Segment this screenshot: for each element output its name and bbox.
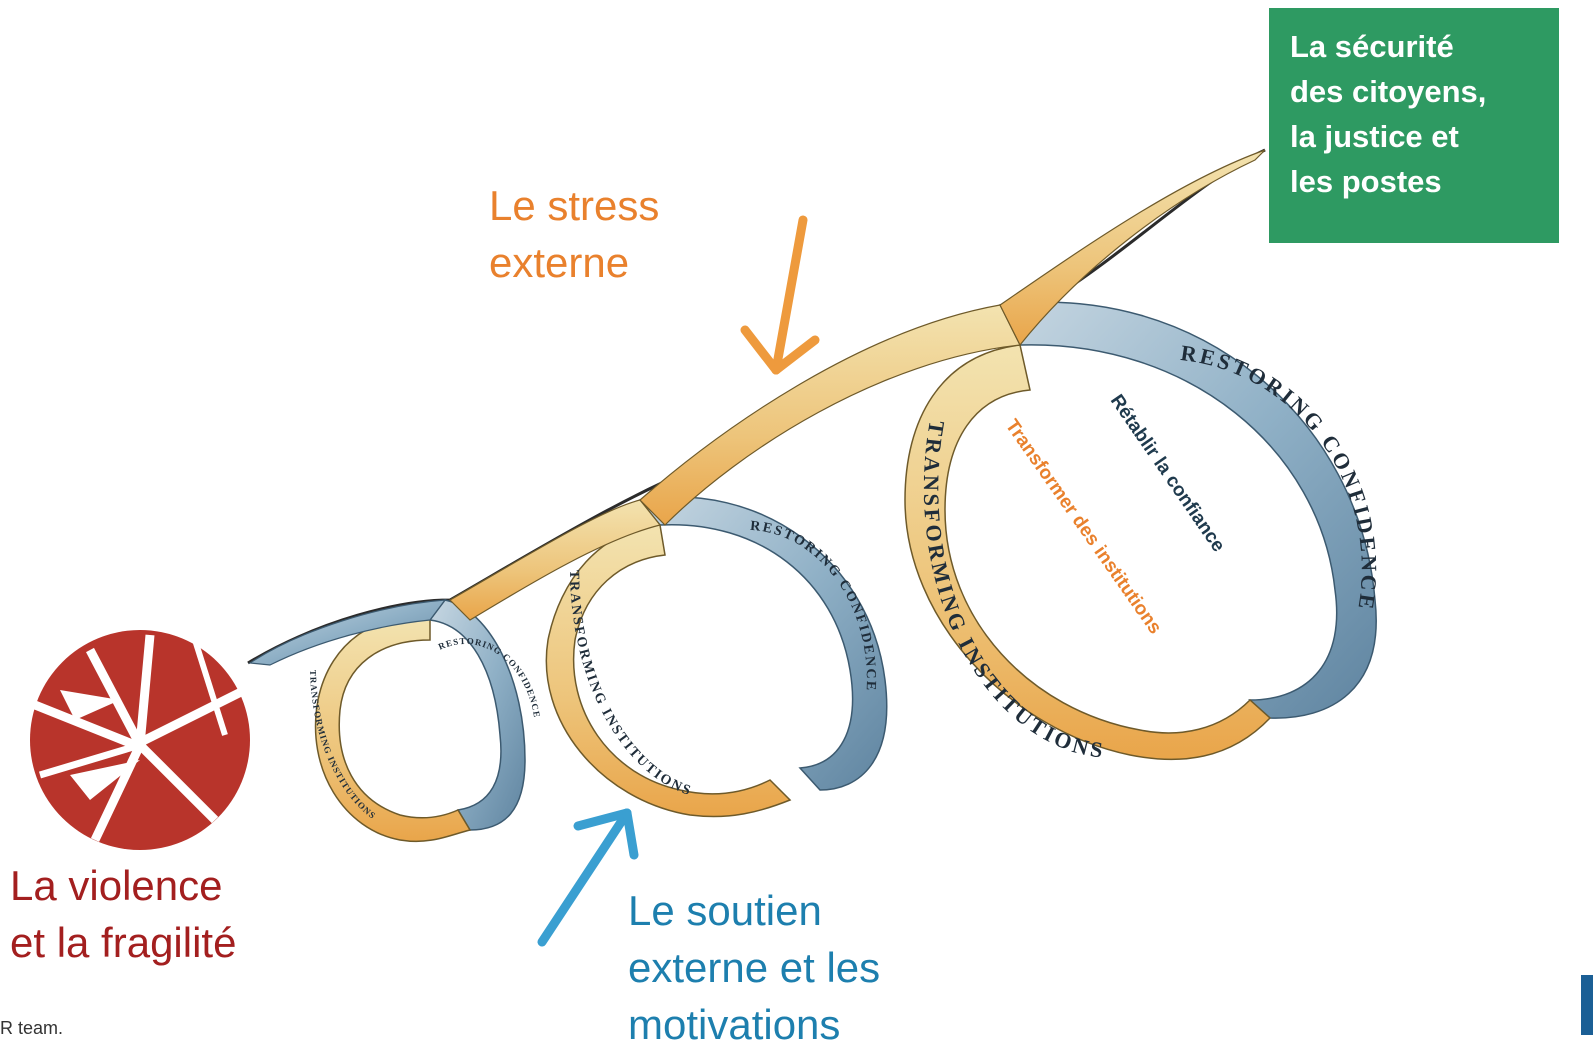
outcome-box: La sécurité des citoyens, la justice et … [1269, 8, 1559, 243]
outcome-line: la justice et [1290, 119, 1459, 154]
label-line: externe et les [628, 944, 881, 991]
label-line: La violence [10, 862, 223, 909]
ribbon-loop-small [248, 599, 526, 843]
label-line: Le stress [489, 182, 660, 229]
label-stress-externe: Le stress externe [489, 177, 659, 291]
ribbon-loop-large [639, 149, 1377, 761]
label-violence-fragilite: La violence et la fragilité [10, 857, 236, 971]
ribbon-loop-medium [449, 496, 888, 818]
label-line: externe [489, 239, 630, 286]
label-retablir-la-confiance: Rétablir la confiance [1106, 391, 1229, 556]
broken-globe-icon [30, 630, 250, 850]
outcome-line: des citoyens, [1290, 74, 1487, 109]
label-line: Le soutien [628, 887, 822, 934]
label-soutien-externe: Le soutien externe et les motivations [628, 882, 880, 1053]
footnote: R team. [0, 1018, 64, 1038]
outcome-line: La sécurité [1290, 29, 1454, 64]
outcome-line: les postes [1290, 164, 1442, 199]
logo-fragment [1581, 975, 1593, 1035]
stress-arrow-icon [740, 215, 820, 375]
label-line: et la fragilité [10, 919, 237, 966]
soutien-arrow-icon [537, 808, 639, 947]
label-line: motivations [628, 1001, 841, 1048]
